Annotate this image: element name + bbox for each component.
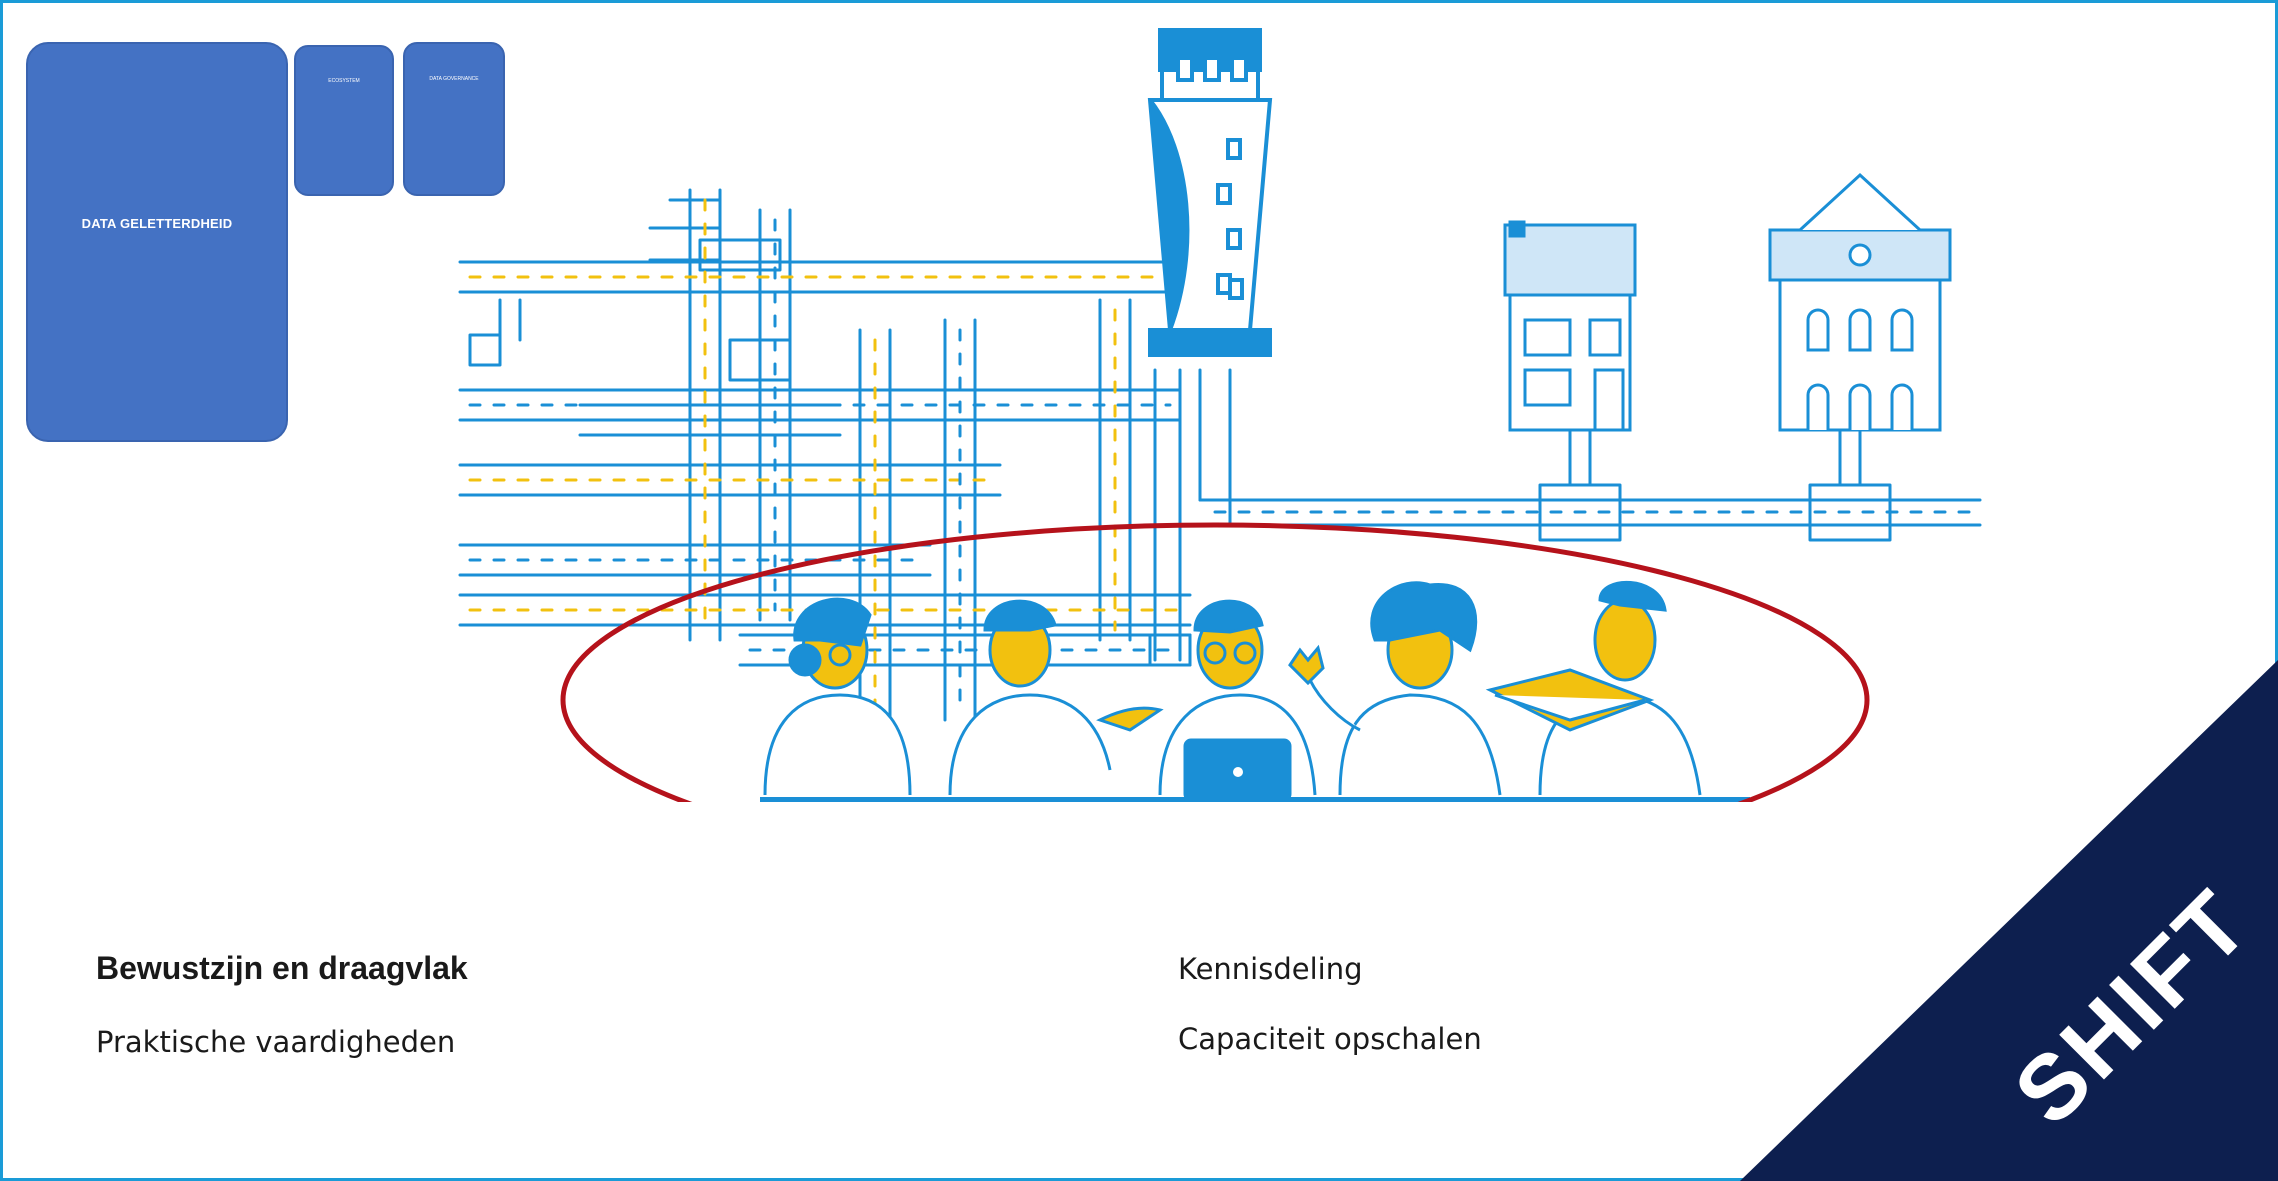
praktische-vaardigheden-text: Praktische vaardigheden [96,1025,456,1059]
data-geletterdheid-label: DATA GELETTERDHEID [81,215,233,231]
capaciteit-opschalen-text: Capaciteit opschalen [1178,1022,1482,1056]
kennisdeling-text: Kennisdeling [1178,952,1363,986]
data-governance-card[interactable]: DATA GOVERNANCE [403,42,505,196]
ecosystem-card[interactable]: ECOSYSTEM [294,45,394,196]
ecosystem-label: ECOSYSTEM [328,77,360,84]
bewustzijn-heading: Bewustzijn en draagvlak [96,950,468,986]
data-governance-label: DATA GOVERNANCE [429,76,479,82]
water-network-illustration [458,28,1982,802]
data-geletterdheid-card[interactable]: DATA GELETTERDHEID [26,42,288,442]
